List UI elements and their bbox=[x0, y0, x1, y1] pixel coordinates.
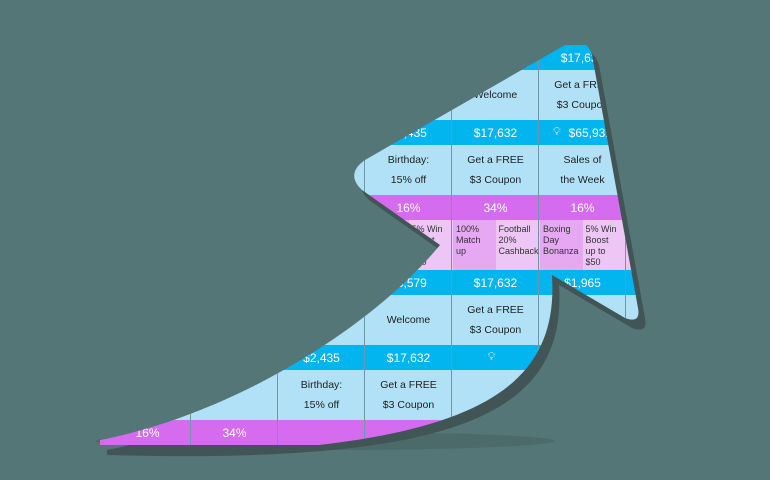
promo-subcell: 100% Match up bbox=[453, 220, 496, 270]
table-cell bbox=[279, 145, 365, 195]
table-cell: 16% bbox=[540, 195, 626, 220]
promo-subcell: Boxing Day Bonanza bbox=[540, 220, 583, 270]
promo-subcell: 5% Win Boost up to $50 bbox=[585, 224, 617, 267]
promo-subcell: Football 20% Cashback bbox=[498, 224, 539, 256]
table-cell bbox=[279, 295, 365, 345]
lightbulb-icon: 💡︎ bbox=[552, 126, 561, 138]
table-cell: Get a FREE $3 Coupon bbox=[366, 370, 452, 420]
table-cell bbox=[192, 370, 278, 420]
table-cell: Get a FREE $3 Coupon bbox=[453, 145, 539, 195]
table-cell: $17,632 bbox=[366, 345, 452, 370]
table-cell bbox=[279, 420, 365, 445]
table-cell: 34% bbox=[192, 420, 278, 445]
table-cell: Welcome bbox=[366, 295, 452, 345]
table-cell: Welcome bbox=[453, 70, 539, 120]
table-cell: 💡︎ bbox=[453, 345, 539, 370]
cell-value: $65,931 bbox=[568, 125, 613, 140]
table-cell: $17,632 bbox=[453, 120, 539, 145]
lightbulb-icon: 💡︎ bbox=[487, 351, 496, 363]
table-cell: Get a FREE $3 Coupon bbox=[453, 295, 539, 345]
table-cell: 16% bbox=[366, 195, 452, 220]
table-cell: Birthday: 15% off bbox=[279, 370, 365, 420]
table-cell: $2,435 bbox=[279, 345, 365, 370]
table-cell: Birthday: 15% off bbox=[366, 145, 452, 195]
table-cell: 34% bbox=[453, 195, 539, 220]
table-cell: $17,632 bbox=[453, 270, 539, 295]
table-cell: $1,965 bbox=[540, 270, 626, 295]
